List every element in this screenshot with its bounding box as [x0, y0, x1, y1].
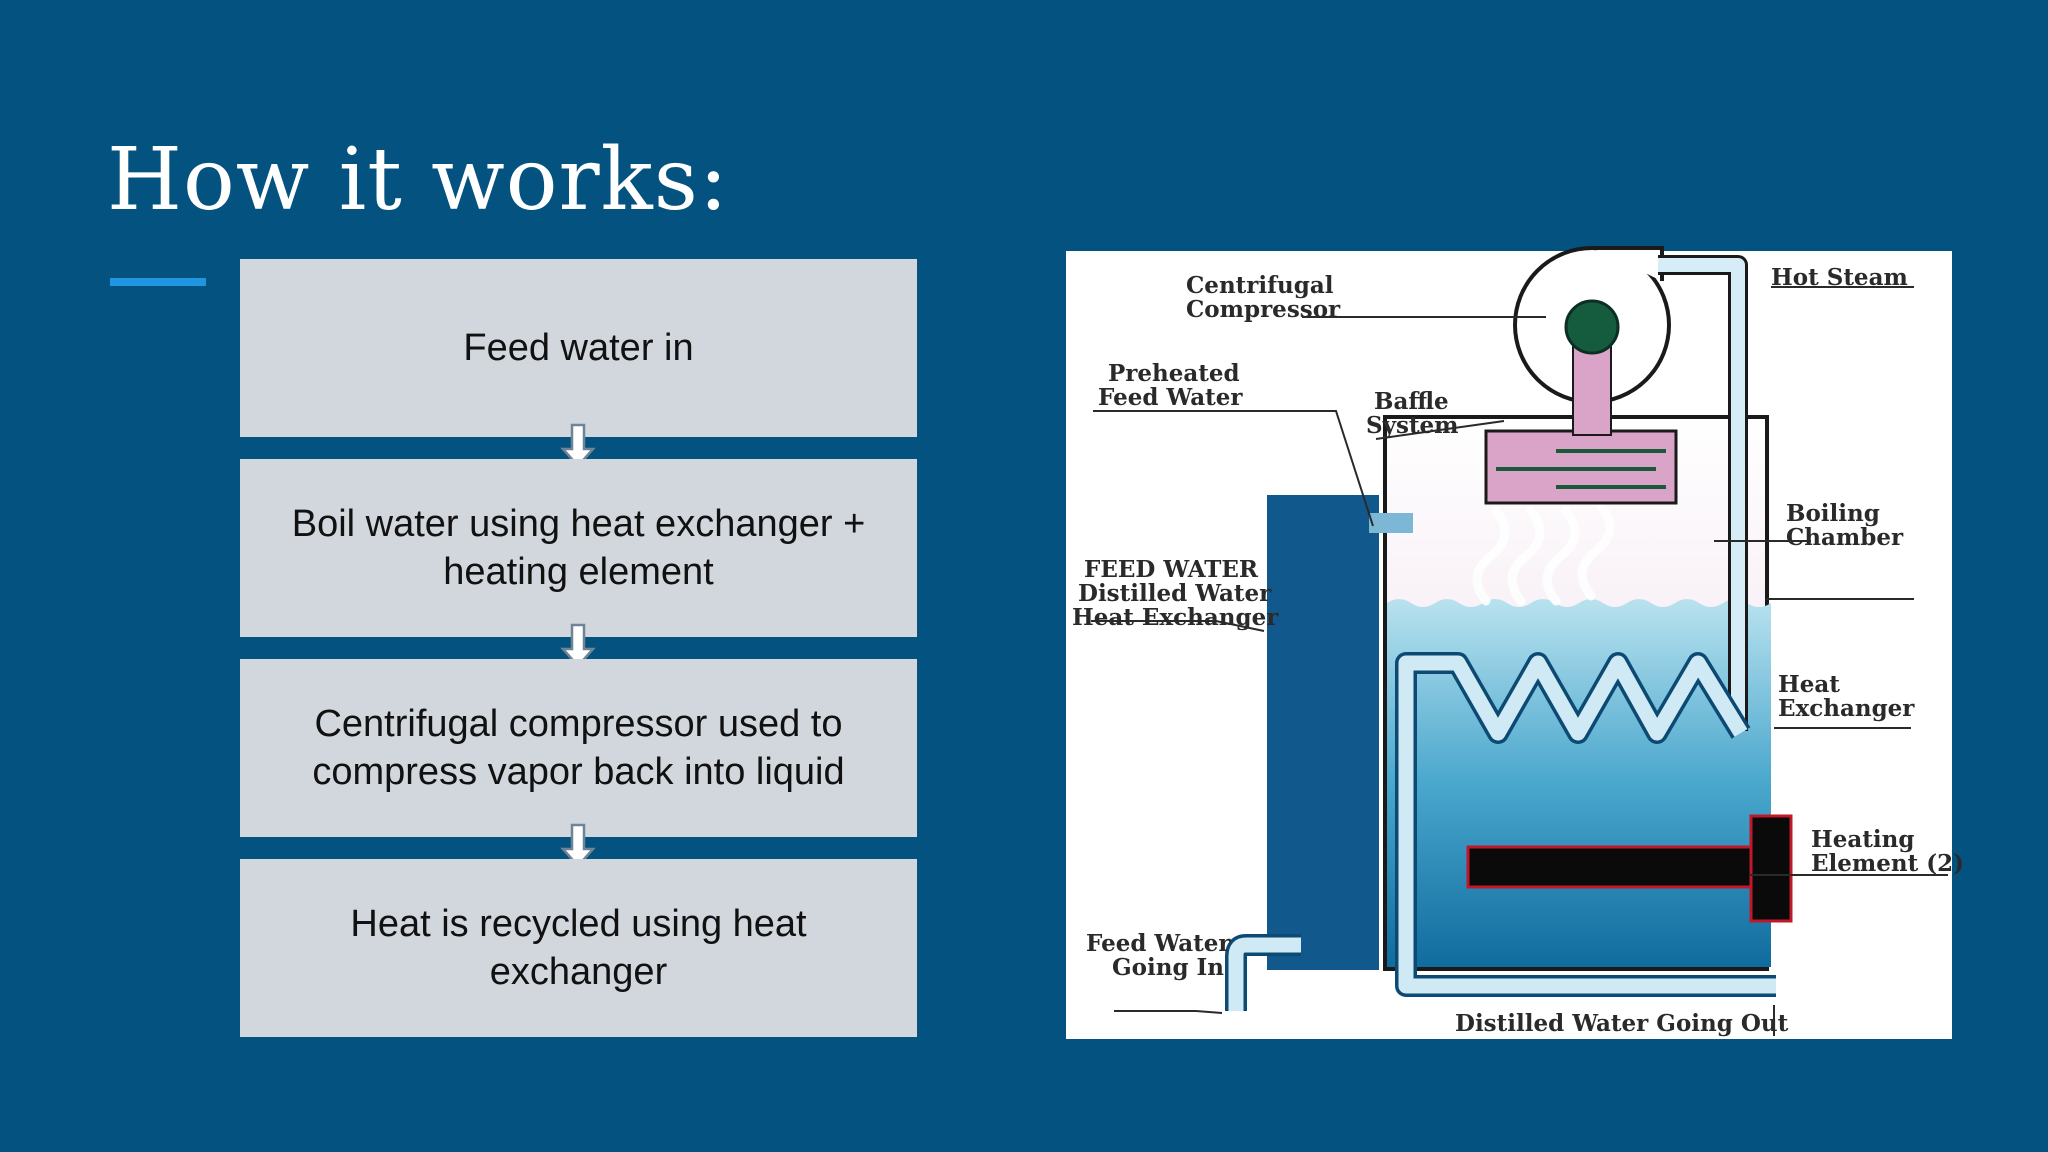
step-heat-recycled: Heat is recycled using heat exchanger: [240, 859, 917, 1037]
diagram-svg: Centrifugal Compressor Hot Steam Preheat…: [1072, 246, 1964, 1037]
leader-lines: [1091, 286, 1948, 1036]
down-arrow-icon: [560, 823, 596, 868]
down-arrow-icon: [560, 423, 596, 468]
label-hot-steam: Hot Steam: [1771, 264, 1908, 291]
down-arrow-icon: [560, 623, 596, 668]
step-boil-water: Boil water using heat exchanger + heatin…: [240, 459, 917, 637]
title-accent-bar: [110, 278, 206, 286]
steam-wisps: [1472, 501, 1615, 606]
label-baffle-system: Baffle System: [1366, 388, 1459, 439]
step-text-line: Feed water in: [463, 327, 694, 369]
label-centrifugal-compressor: Centrifugal Compressor: [1186, 272, 1342, 323]
preheated-inlet: [1369, 513, 1413, 533]
step-text-line: heating element: [443, 551, 714, 593]
heating-element: [1466, 845, 1760, 889]
step-text-line: exchanger: [489, 951, 668, 993]
step-text-line: Heat is recycled using heat: [350, 903, 807, 945]
label-preheated-feed-water: Preheated Feed Water: [1098, 360, 1248, 411]
feed-hx-tank: [1267, 495, 1379, 970]
slide-title: How it works:: [107, 130, 729, 230]
step-compressor: Centrifugal compressor used to compress …: [240, 659, 917, 837]
step-text-line: Centrifugal compressor used to: [314, 703, 843, 745]
step-text-line: compress vapor back into liquid: [312, 751, 845, 793]
label-feed-water-heat-exchanger: FEED WATER Distilled Water Heat Exchange…: [1072, 556, 1279, 631]
label-feed-water-going-in: Feed Water Going In: [1086, 930, 1239, 981]
step-feed-water: Feed water in: [240, 259, 917, 437]
distiller-diagram: Centrifugal Compressor Hot Steam Preheat…: [1066, 246, 1964, 1039]
label-heat-exchanger: Heat Exchanger: [1778, 671, 1915, 722]
label-heating-element: Heating Element (2): [1811, 826, 1964, 877]
step-text-line: Boil water using heat exchanger +: [291, 503, 866, 545]
label-distilled-water-going-out: Distilled Water Going Out: [1455, 1010, 1789, 1037]
label-boiling-chamber: Boiling Chamber: [1786, 500, 1904, 551]
